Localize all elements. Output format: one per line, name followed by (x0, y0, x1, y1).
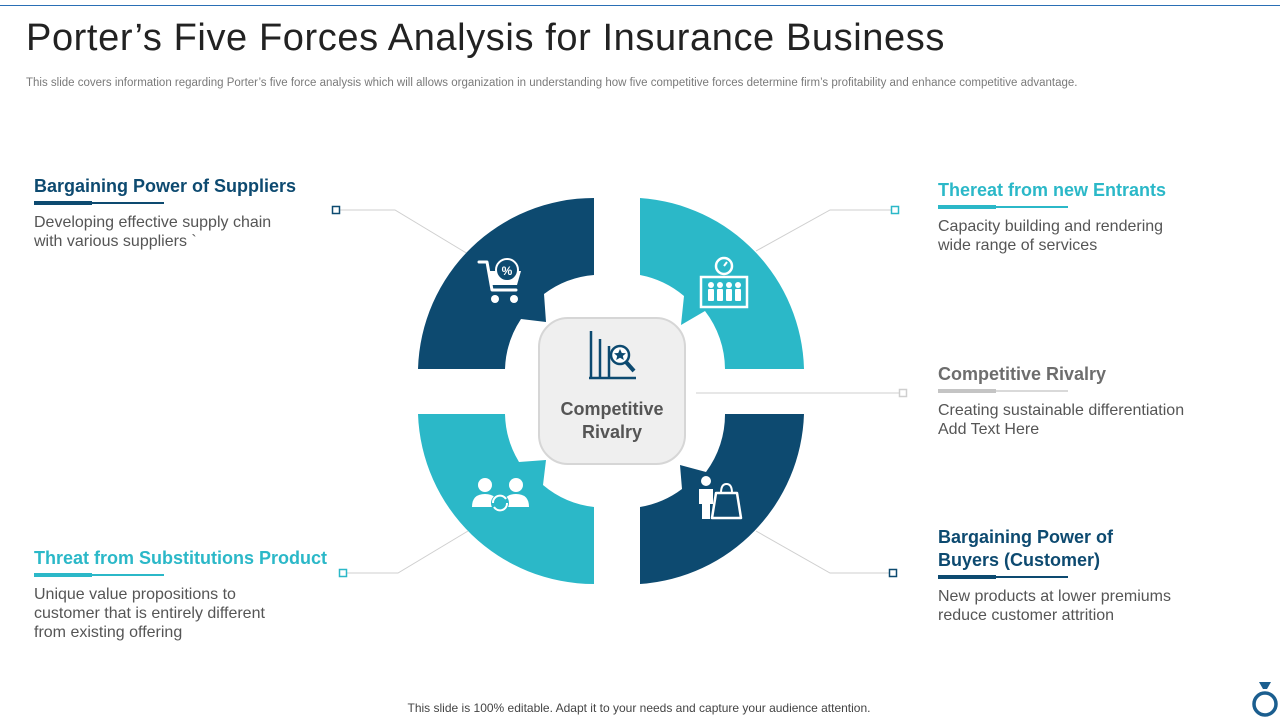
heading-underline (938, 389, 1068, 393)
market-analysis-icon (589, 331, 636, 380)
connector-node-suppliers (331, 205, 341, 215)
connector-node-entrants (890, 205, 900, 215)
force-heading: Threat from Substitutions Product (34, 548, 328, 568)
connector-node-substitutes (338, 568, 348, 578)
force-heading: Bargaining Power of Suppliers (34, 176, 297, 196)
connector-buyers (755, 530, 893, 574)
center-rivalry-label: Competitive Rivalry (560, 399, 664, 442)
force-description: Unique value propositions to customer th… (34, 586, 265, 641)
top-rule (0, 5, 1280, 6)
page-title: Porter’s Five Forces Analysis for Insura… (26, 17, 945, 59)
shopping-cart-percent-icon: % (477, 258, 521, 303)
page-subtitle: This slide covers information regarding … (26, 77, 1078, 89)
customer-shopping-bag-icon (699, 476, 743, 520)
force-heading: Bargaining Power of Buyers (Customer) (938, 527, 1114, 570)
heading-underline (938, 205, 1068, 209)
connector-entrants (755, 209, 895, 252)
force-description: New products at lower premiums reduce cu… (938, 588, 1171, 624)
force-heading: Thereat from new Entrants (938, 180, 1167, 200)
force-description: Capacity building and rendering wide ran… (938, 218, 1164, 254)
connector-substitutes (343, 530, 469, 574)
user-swap-icon (472, 478, 529, 512)
team-timer-icon (699, 256, 749, 309)
heading-underline (938, 575, 1068, 579)
connector-suppliers (336, 209, 469, 255)
svg-text:%: % (502, 264, 513, 278)
force-suppliers: Bargaining Power of Suppliers Developing… (34, 175, 334, 251)
force-substitutes: Threat from Substitutions Product Unique… (34, 547, 344, 642)
force-competitive-rivalry: Competitive Rivalry Creating sustainable… (938, 363, 1238, 439)
center-rivalry-box (538, 317, 686, 465)
force-heading: Competitive Rivalry (938, 364, 1107, 384)
connector-node-rivalry (898, 388, 908, 398)
segment-buyers (640, 414, 804, 584)
connector-node-buyers (888, 568, 898, 578)
force-buyers: Bargaining Power of Buyers (Customer) Ne… (938, 526, 1171, 625)
heading-underline (34, 573, 164, 577)
heading-underline (34, 201, 164, 205)
force-description: Creating sustainable differentiation Add… (938, 402, 1185, 438)
footer-note: This slide is 100% editable. Adapt it to… (407, 701, 871, 715)
force-description: Developing effective supply chain with v… (34, 214, 272, 250)
force-new-entrants: Thereat from new Entrants Capacity build… (938, 179, 1238, 255)
money-bag-logo-icon (1252, 682, 1278, 717)
